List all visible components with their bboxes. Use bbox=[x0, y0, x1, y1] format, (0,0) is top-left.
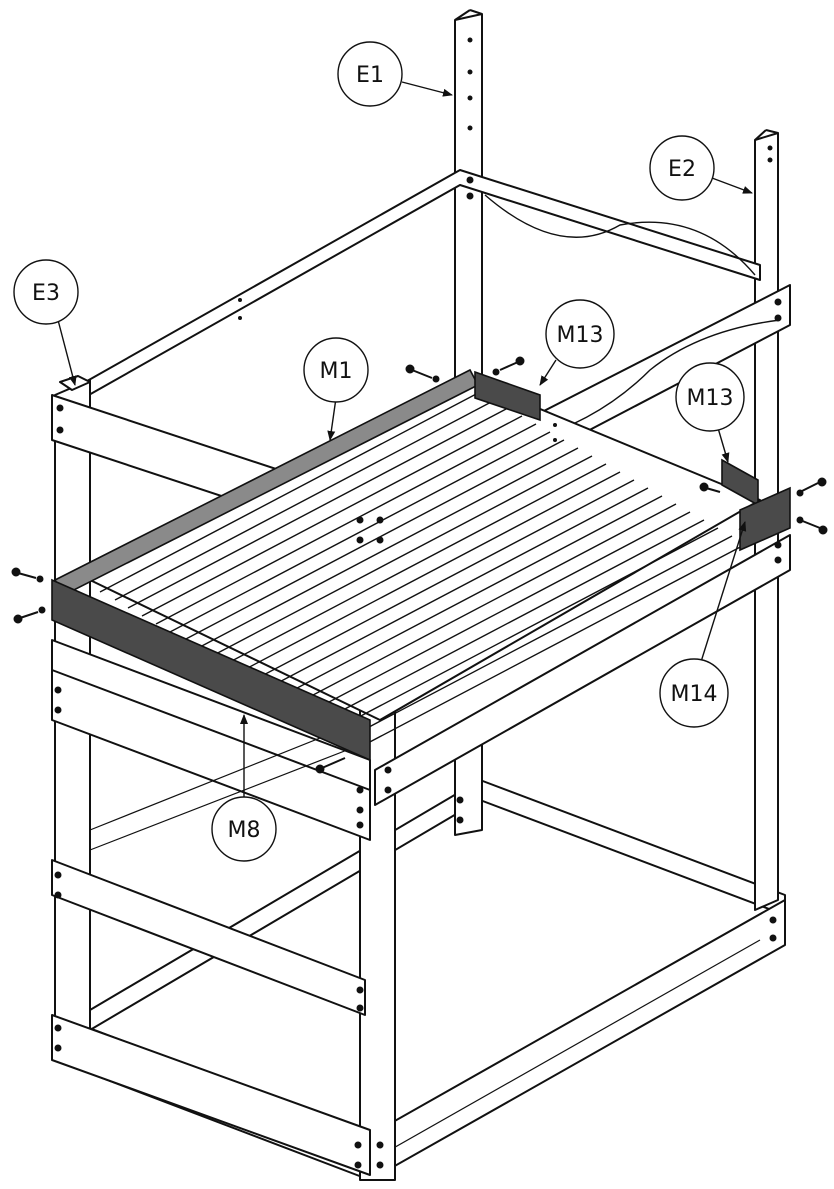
callout-m8-label: M8 bbox=[228, 818, 261, 843]
callout-m13-left: M13 bbox=[539, 299, 615, 386]
callout-e1-label: E1 bbox=[356, 63, 384, 88]
callout-m1-label: M1 bbox=[320, 359, 353, 384]
deck-slats bbox=[99, 391, 747, 745]
back-post-e1 bbox=[454, 9, 483, 836]
left-mid-rail bbox=[51, 639, 371, 841]
callout-e2-label: E2 bbox=[668, 157, 696, 182]
callout-e3-label: E3 bbox=[32, 281, 60, 306]
part-m8-board bbox=[51, 578, 371, 762]
callout-m13-right: M13 bbox=[675, 362, 745, 463]
callout-m14-label: M14 bbox=[671, 682, 718, 707]
bolt-holes bbox=[54, 37, 782, 1169]
left-lower-rail bbox=[51, 719, 366, 1016]
callout-m8: M8 bbox=[211, 714, 277, 862]
callout-e3: E3 bbox=[13, 259, 79, 386]
callout-m14: M14 bbox=[659, 521, 747, 728]
bottom-frame bbox=[54, 779, 786, 1181]
right-mid-rail bbox=[374, 534, 791, 806]
callout-e1: E1 bbox=[337, 41, 453, 107]
bottom-front-rail bbox=[51, 1014, 371, 1176]
callout-m13-right-label: M13 bbox=[687, 386, 734, 411]
callout-m13-left-label: M13 bbox=[557, 323, 604, 348]
part-m13-bracket-left bbox=[474, 370, 541, 422]
callout-e2: E2 bbox=[649, 135, 753, 201]
callout-m1: M1 bbox=[303, 337, 369, 441]
screws bbox=[11, 356, 828, 774]
